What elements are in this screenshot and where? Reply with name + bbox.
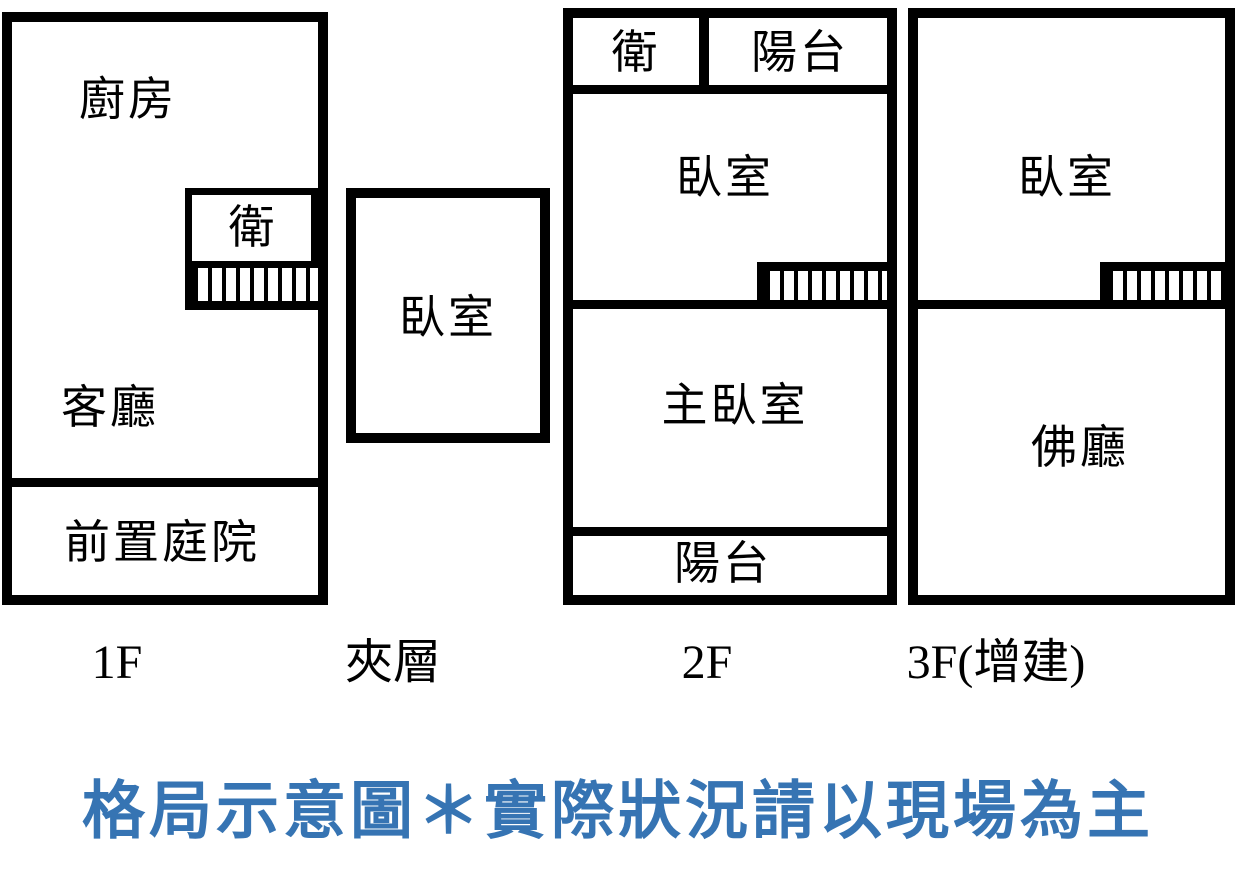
room-label-balcony-bottom-2f: 陽台 <box>674 538 772 589</box>
bathroom-box-1f <box>185 188 318 268</box>
room-label-master-bedroom: 主臥室 <box>661 380 809 431</box>
wall-1f-yard-divider <box>2 478 328 487</box>
stairs-hatch-2f <box>757 262 887 300</box>
room-label-mezzanine-bedroom: 臥室 <box>399 292 497 343</box>
stairs-hatch-3f <box>1100 262 1225 300</box>
wall-2f-mid-divider <box>563 300 897 309</box>
wall-2f-balcony-divider <box>563 527 897 536</box>
room-label-buddha-hall: 佛廳 <box>1031 422 1129 473</box>
floor-label-1f: 1F <box>91 636 143 689</box>
room-label-front-yard: 前置庭院 <box>64 517 260 568</box>
floor-label-mezzanine: 夾層 <box>344 636 442 689</box>
room-label-kitchen: 廚房 <box>79 74 177 125</box>
room-label-balcony-top-2f: 陽台 <box>751 27 849 78</box>
wall-2f-top-strip <box>563 85 897 94</box>
wall-3f-mid-divider <box>908 300 1235 309</box>
room-label-living: 客廳 <box>61 382 159 433</box>
stairs-hatch-1f <box>185 268 318 310</box>
room-label-bedroom-3f: 臥室 <box>1018 152 1116 203</box>
floor-plan-mezzanine <box>346 188 550 443</box>
room-label-bath-1f: 衛 <box>228 202 278 253</box>
disclaimer-caption: 格局示意圖＊實際狀況請以現場為主 <box>82 776 1154 847</box>
wall-2f-bath-balcony-divider <box>699 8 709 94</box>
floor-label-2f: 2F <box>681 636 733 689</box>
floor-label-3f: 3F(增建) <box>906 636 1086 689</box>
room-label-bath-2f: 衛 <box>611 27 661 78</box>
room-label-bedroom-2f: 臥室 <box>676 152 774 203</box>
